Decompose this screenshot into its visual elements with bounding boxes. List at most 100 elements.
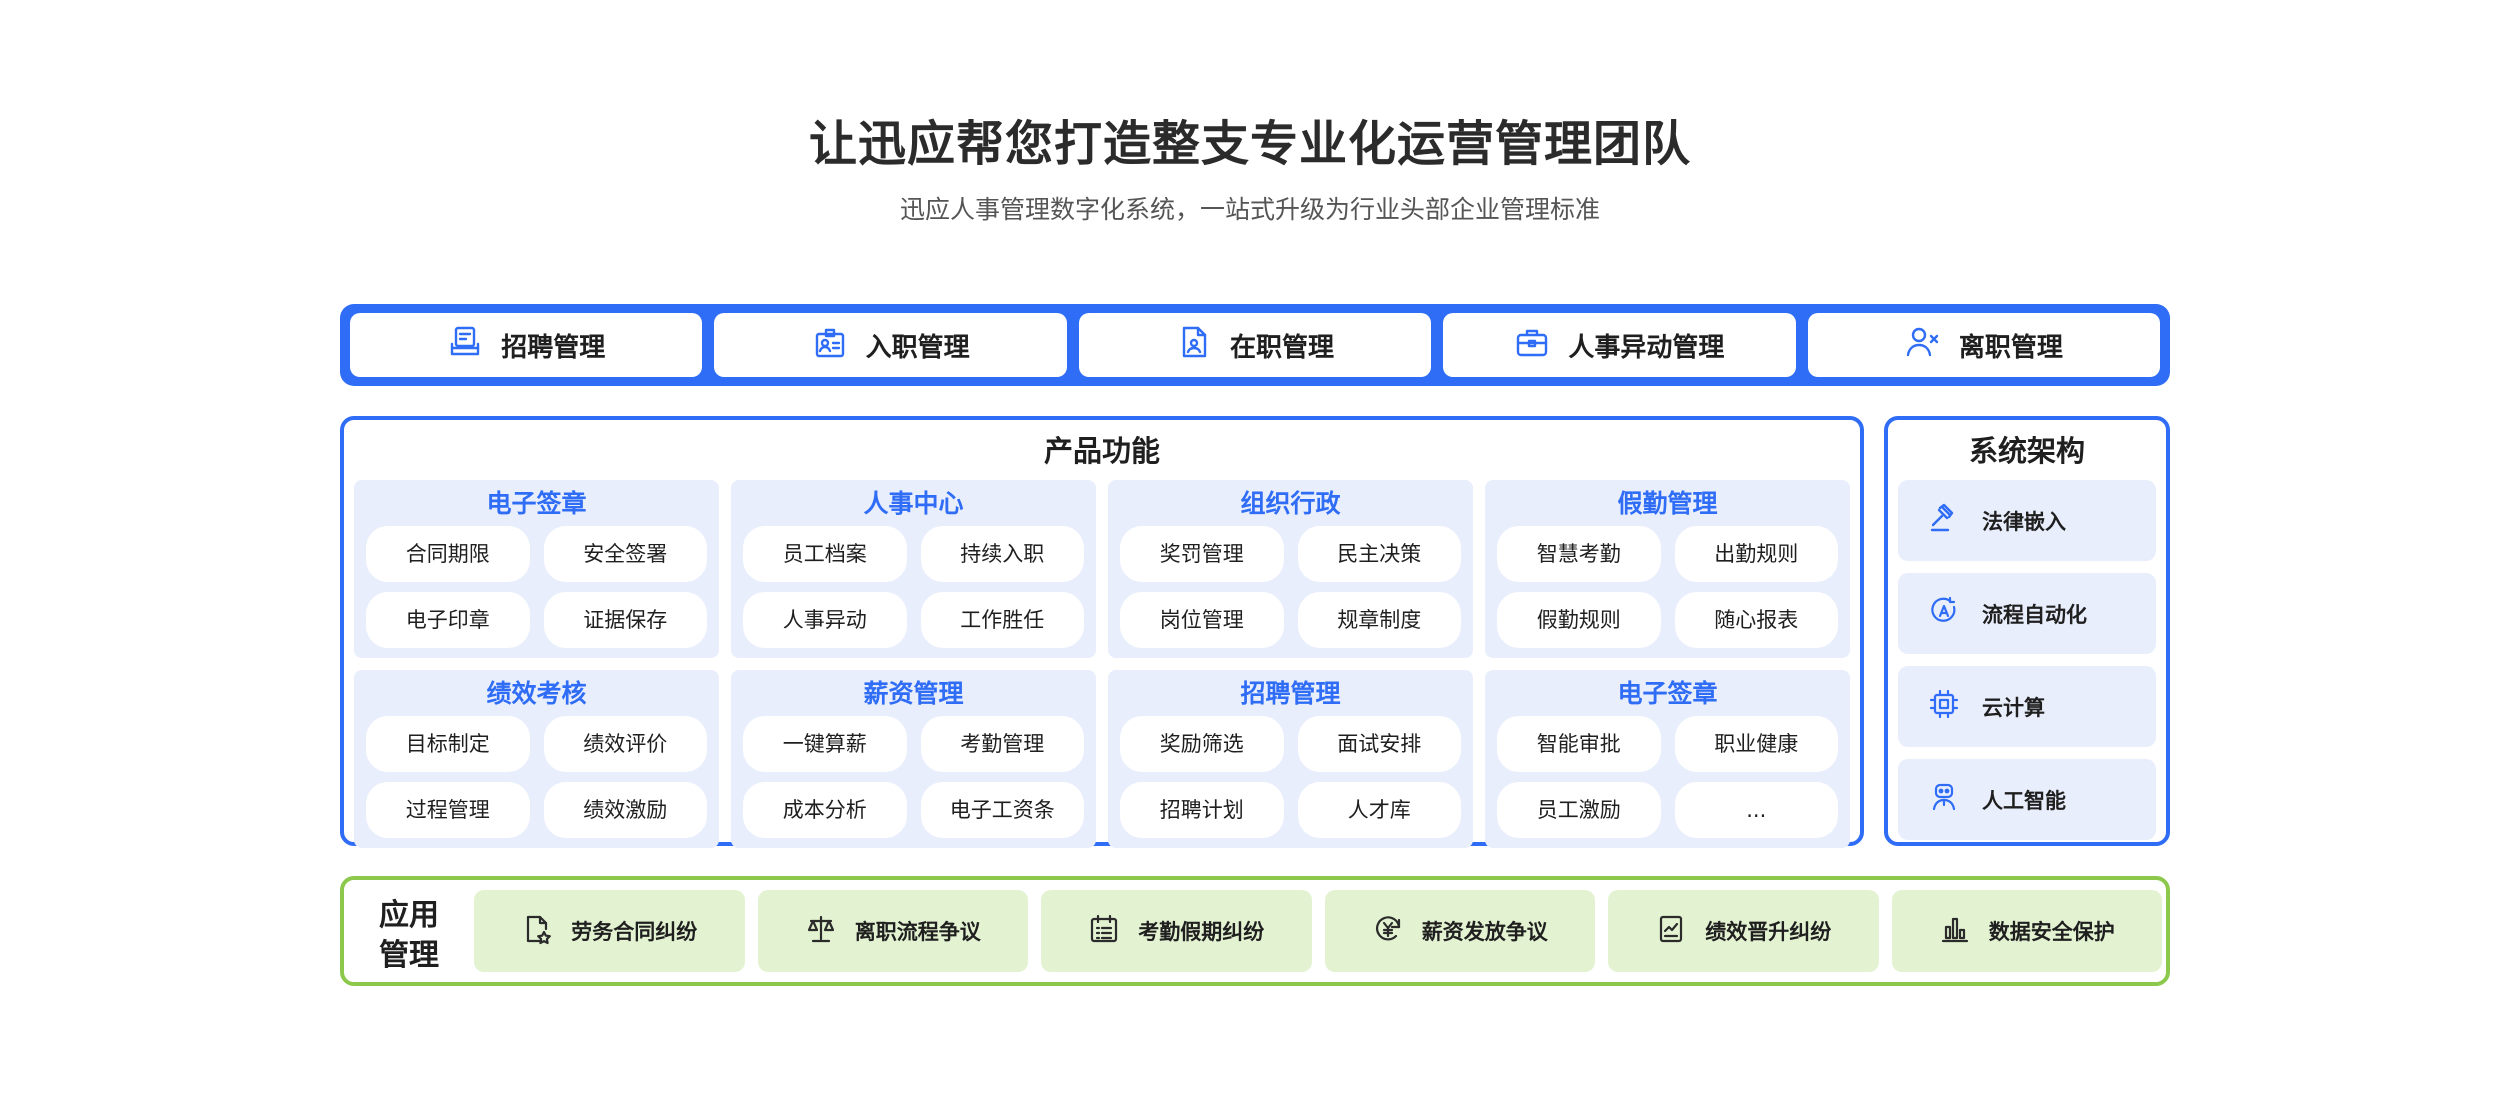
function-item[interactable]: 奖励筛选 [1120,716,1284,772]
app-item-label: 考勤假期纠纷 [1138,920,1265,944]
function-group: 假勤管理 智慧考勤 出勤规则 假勤规则 随心报表 [1485,480,1850,658]
app-item-label: 绩效晋升纠纷 [1705,920,1832,944]
arch-item-ai[interactable]: 人工智能 [1898,759,2156,840]
app-item-salary-dispute[interactable]: 薪资发放争议 [1324,890,1595,972]
module-label: 离职管理 [1958,332,2063,363]
function-item[interactable]: 随心报表 [1674,592,1838,648]
function-group: 绩效考核 目标制定 绩效评价 过程管理 绩效激励 [354,670,719,848]
arch-item-automation[interactable]: 流程自动化 [1898,573,2156,654]
product-functions-title: 产品功能 [1043,434,1160,468]
employee-file-icon [1176,324,1212,367]
module-employment[interactable]: 在职管理 [1078,313,1432,377]
user-remove-icon [1905,324,1941,367]
function-item[interactable]: 过程管理 [366,782,530,838]
function-group: 招聘管理 奖励筛选 面试安排 招聘计划 人才库 [1108,670,1473,848]
module-recruit[interactable]: 招聘管理 [350,313,703,377]
function-item[interactable]: 招聘计划 [1120,782,1284,838]
function-item[interactable]: 假勤规则 [1497,592,1661,648]
recruit-icon [447,324,483,367]
function-item[interactable]: 安全签署 [543,526,707,582]
function-item[interactable]: 职业健康 [1674,716,1838,772]
module-label: 招聘管理 [501,332,606,363]
group-title: 人事中心 [863,489,964,518]
system-architecture-panel: 系统架构 法律嵌入 流程自动化 云计算 人工智能 [1884,416,2170,846]
app-item-label: 薪资发放争议 [1421,920,1548,944]
arch-item-label: 法律嵌入 [1982,509,2066,534]
group-title: 绩效考核 [486,679,587,708]
module-onboarding[interactable]: 入职管理 [714,313,1067,377]
module-label: 入职管理 [865,332,970,363]
app-item-attendance-dispute[interactable]: 考勤假期纠纷 [1041,890,1312,972]
app-item-resignation-dispute[interactable]: 离职流程争议 [757,890,1028,972]
function-item[interactable]: 人才库 [1297,782,1461,838]
function-item[interactable]: 智能审批 [1497,716,1661,772]
function-group: 电子签章 智能审批 职业健康 员工激励 ... [1485,670,1850,848]
yen-refresh-icon [1372,913,1404,950]
onboarding-icon [812,324,848,367]
function-item[interactable]: 绩效激励 [543,782,707,838]
arch-item-cloud[interactable]: 云计算 [1898,666,2156,747]
application-management-title: 应用 管理 [374,896,444,976]
function-item[interactable]: 奖罚管理 [1120,526,1284,582]
app-label-line: 管理 [379,938,439,973]
function-item[interactable]: 绩效评价 [543,716,707,772]
function-item[interactable]: 面试安排 [1297,716,1461,772]
page-subtitle: 迅应人事管理数字化系统，一站式升级为行业头部企业管理标准 [899,195,1600,224]
function-item[interactable]: 目标制定 [366,716,530,772]
arch-item-label: 流程自动化 [1982,602,2087,627]
function-item[interactable]: 持续入职 [920,526,1084,582]
chart-doc-icon [1655,913,1687,950]
automation-icon [1928,595,1960,632]
contract-icon [521,913,553,950]
function-item[interactable]: 人事异动 [743,592,907,648]
arch-item-label: 人工智能 [1982,788,2066,813]
function-item[interactable]: 出勤规则 [1674,526,1838,582]
app-item-label: 离职流程争议 [854,920,981,944]
calendar-list-icon [1088,913,1120,950]
app-label-line: 应用 [379,898,439,933]
robot-icon [1928,781,1960,818]
system-architecture-title: 系统架构 [1968,434,2085,468]
app-item-data-security[interactable]: 数据安全保护 [1891,890,2162,972]
group-title: 电子签章 [486,489,587,518]
function-group: 薪资管理 一键算薪 考勤管理 成本分析 电子工资条 [731,670,1096,848]
function-item[interactable]: 工作胜任 [920,592,1084,648]
briefcase-icon [1514,324,1550,367]
function-item[interactable]: 考勤管理 [920,716,1084,772]
function-grid: 电子签章 合同期限 安全签署 电子印章 证据保存 人事中心 员工档案 持续入职 … [354,480,1850,848]
chip-icon [1928,688,1960,725]
module-bar: 招聘管理 入职管理 在职管理 人事异动管理 离职管理 [340,304,2170,386]
arch-item-law[interactable]: 法律嵌入 [1898,480,2156,561]
app-item-labor-contract[interactable]: 劳务合同纠纷 [474,890,745,972]
app-item-label: 数据安全保护 [1988,920,2115,944]
app-item-performance-dispute[interactable]: 绩效晋升纠纷 [1608,890,1879,972]
function-item[interactable]: 证据保存 [543,592,707,648]
module-resignation[interactable]: 离职管理 [1807,313,2161,377]
module-label: 在职管理 [1230,332,1335,363]
function-item[interactable]: ... [1674,782,1838,838]
function-group: 组织行政 奖罚管理 民主决策 岗位管理 规章制度 [1108,480,1473,658]
group-title: 电子签章 [1617,679,1718,708]
product-functions-panel: 产品功能 电子签章 合同期限 安全签署 电子印章 证据保存 人事中心 员工档案 … [340,416,1864,848]
function-item[interactable]: 一键算薪 [743,716,907,772]
app-item-label: 劳务合同纠纷 [571,920,698,944]
function-item[interactable]: 员工档案 [743,526,907,582]
function-item[interactable]: 规章制度 [1297,592,1461,648]
module-label: 人事异动管理 [1568,332,1725,363]
function-group: 人事中心 员工档案 持续入职 人事异动 工作胜任 [731,480,1096,658]
group-title: 薪资管理 [863,679,964,708]
group-title: 组织行政 [1240,489,1341,518]
application-management-panel: 应用 管理 劳务合同纠纷 离职流程争议 考勤假期纠纷 薪资发放争议 [340,876,2170,986]
function-item[interactable]: 合同期限 [366,526,530,582]
function-item[interactable]: 民主决策 [1297,526,1461,582]
module-transfer[interactable]: 人事异动管理 [1443,313,1796,377]
function-item[interactable]: 成本分析 [743,782,907,838]
function-item[interactable]: 岗位管理 [1120,592,1284,648]
function-item[interactable]: 智慧考勤 [1497,526,1661,582]
gavel-icon [1928,502,1960,539]
page-title: 让迅应帮您打造整支专业化运营管理团队 [808,116,1691,172]
function-item[interactable]: 电子工资条 [920,782,1084,838]
function-item[interactable]: 电子印章 [366,592,530,648]
function-item[interactable]: 员工激励 [1497,782,1661,838]
bar-chart-icon [1939,913,1971,950]
